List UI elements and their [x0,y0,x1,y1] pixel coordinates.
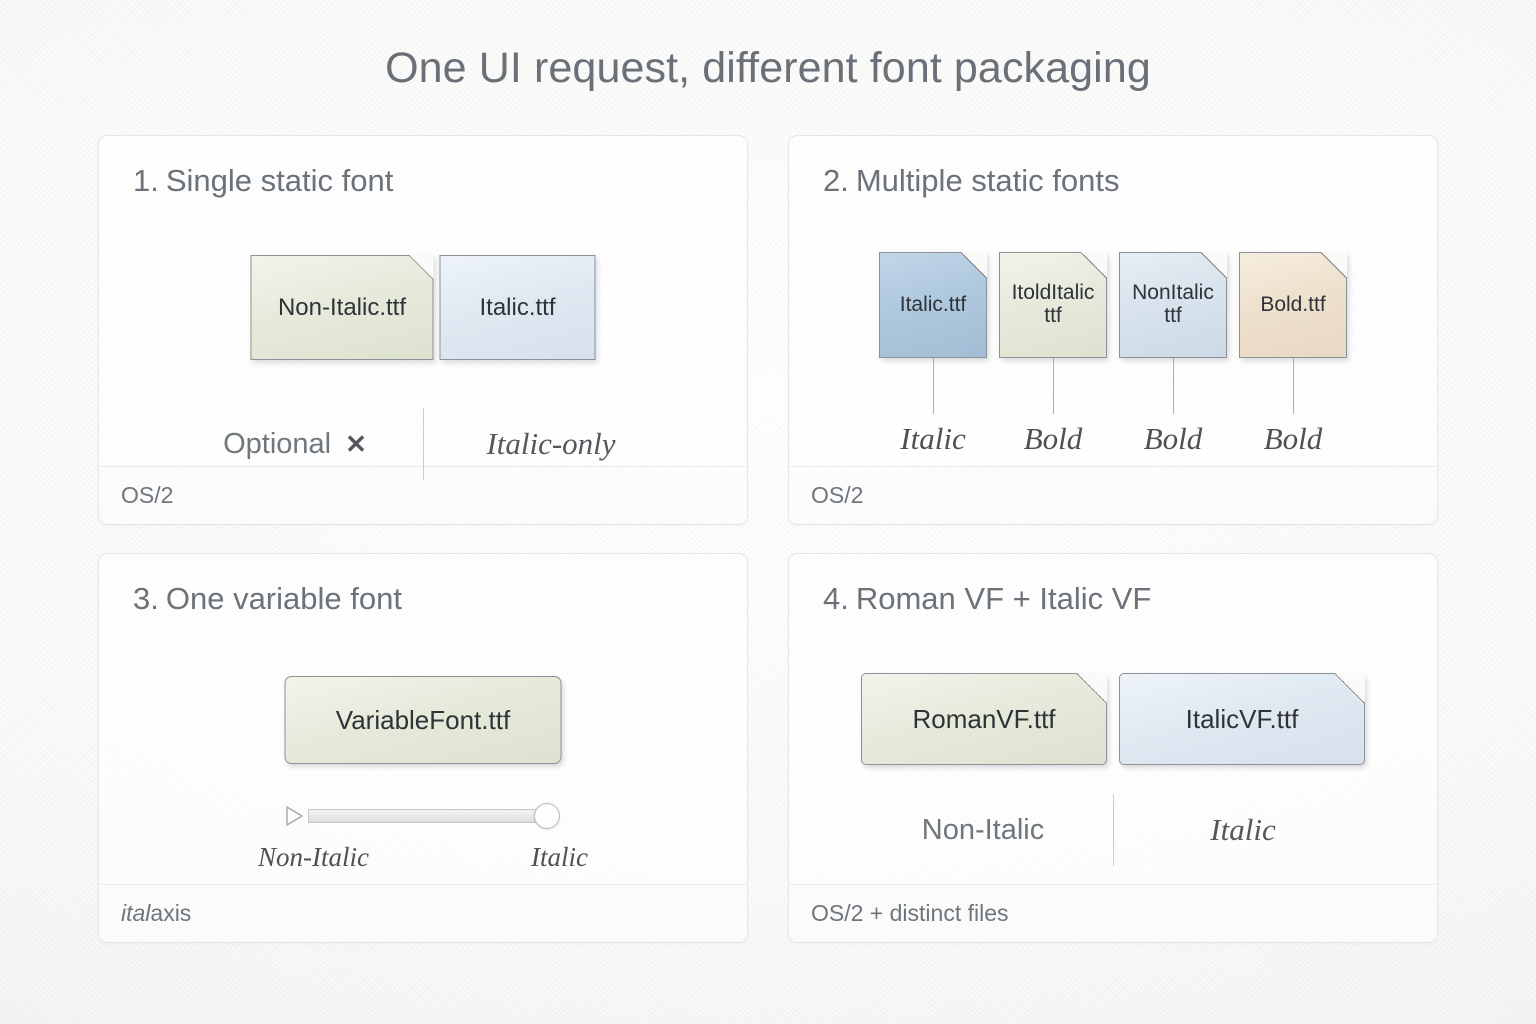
panel-2-title: Multiple static fonts [855,163,1120,198]
panel-3-number: 3. [133,581,159,616]
slider-knob[interactable] [534,803,560,829]
panel-3-title: One variable font [165,581,402,616]
file-card-label: ItalicVF.ttf [1185,703,1299,734]
file-card-label: Bold.ttf [1260,292,1326,316]
panel-2-heading: 2.Multiple static fonts [823,163,1119,199]
file-card-label: VariableFont.ttf [335,704,511,735]
panel-3-footer-label: axis [150,900,192,926]
panel-2-body: 2.Multiple static fonts Italic.ttf Itold… [789,136,1437,466]
file-card-label: RomanVF.ttf [912,703,1056,734]
panel-2-label-item: Bold [1239,358,1347,457]
play-triangle-icon [286,805,304,827]
panel-4-heading: 4.Roman VF + Italic VF [823,581,1151,617]
panel-2-footer-label: OS/2 [811,482,864,508]
panel-1-body: 1.Single static font Non-Italic.ttf Ital… [99,136,747,480]
panel-2-label-item: Bold [999,358,1107,457]
file-card-italic-vf[interactable]: ItalicVF.ttf [1119,673,1365,765]
leader-line [1172,358,1174,414]
optional-label: Optional [223,427,332,460]
panel-multiple-static-fonts: 2.Multiple static fonts Italic.ttf Itold… [788,135,1438,525]
file-card-label: Non-Italic.ttf [277,293,407,321]
slider-end-labels: Non-Italic Italic [258,842,588,873]
panel-roman-vf-italic-vf: 4.Roman VF + Italic VF RomanVF.ttf Itali… [788,553,1438,943]
file-card-roman-vf[interactable]: RomanVF.ttf [861,673,1107,765]
panel-3-body: 3.One variable font VariableFont.ttf N [99,554,747,884]
panel-single-static-font: 1.Single static font Non-Italic.ttf Ital… [98,135,748,525]
slider-track[interactable] [308,809,545,823]
style-tag: Bold [1263,421,1323,456]
panel-1-caption-row: Optional ✕ Italic-only [99,408,747,480]
panel-4-number: 4. [823,581,849,616]
ital-axis-slider[interactable] [286,799,560,833]
panel-2-number: 2. [823,163,849,198]
panel-1-caption-left: Optional ✕ [168,428,423,461]
file-card-italic[interactable]: Italic.ttf [439,255,596,360]
panel-1-title: Single static font [165,163,394,198]
leader-line [932,358,934,414]
caption-divider [422,408,424,480]
panel-1-caption-right: Italic-only [486,426,616,461]
panel-4-caption-right: Italic [1210,812,1276,847]
file-card-variable-font[interactable]: VariableFont.ttf [284,676,562,764]
panel-1-footer-label: OS/2 [121,482,174,508]
panel-4-caption-row: Non-Italic Italic [789,794,1437,866]
panel-2-label-group: Italic Bold Bold Bold [879,358,1347,457]
panel-4-body: 4.Roman VF + Italic VF RomanVF.ttf Itali… [789,554,1437,884]
panel-one-variable-font: 3.One variable font VariableFont.ttf N [98,553,748,943]
panel-4-file-group: RomanVF.ttf ItalicVF.ttf [861,673,1365,765]
leader-line [1052,358,1054,414]
file-card-italic[interactable]: Italic.ttf [879,252,987,358]
style-tag: Bold [1143,421,1203,456]
panel-4-footer: OS/2 + distinct files [789,884,1437,942]
panel-2-footer: OS/2 [789,466,1437,524]
panel-4-caption-left: Non-Italic [921,813,1045,846]
style-tag: Italic [900,421,966,456]
leader-line [1292,358,1294,414]
file-card-label: Italic.ttf [479,293,556,321]
panel-3-heading: 3.One variable font [133,581,402,617]
slider-max-label: Italic [531,842,588,872]
panel-4-title: Roman VF + Italic VF [855,581,1152,616]
panel-3-footer-axis-name: ital [121,900,151,926]
caption-divider [1112,794,1114,866]
page-title: One UI request, different font packaging [385,44,1151,92]
panel-3-footer: ital axis [99,884,747,942]
file-card-bold[interactable]: Bold.ttf [1239,252,1347,358]
panel-grid: 1.Single static font Non-Italic.ttf Ital… [98,135,1438,943]
file-card-non-italic[interactable]: Non-Italic.ttf [250,255,434,360]
slider-min-label: Non-Italic [258,842,369,872]
panel-1-heading: 1.Single static font [133,163,393,199]
close-icon: ✕ [345,428,367,459]
panel-1-file-group: Non-Italic.ttf Italic.ttf [250,255,596,360]
panel-1-number: 1. [133,163,159,198]
panel-2-label-item: Italic [879,358,987,457]
panel-2-label-item: Bold [1119,358,1227,457]
panel-4-footer-label: OS/2 + distinct files [811,900,1009,926]
style-tag: Bold [1023,421,1083,456]
file-card-label: Italic.ttf [899,292,967,316]
